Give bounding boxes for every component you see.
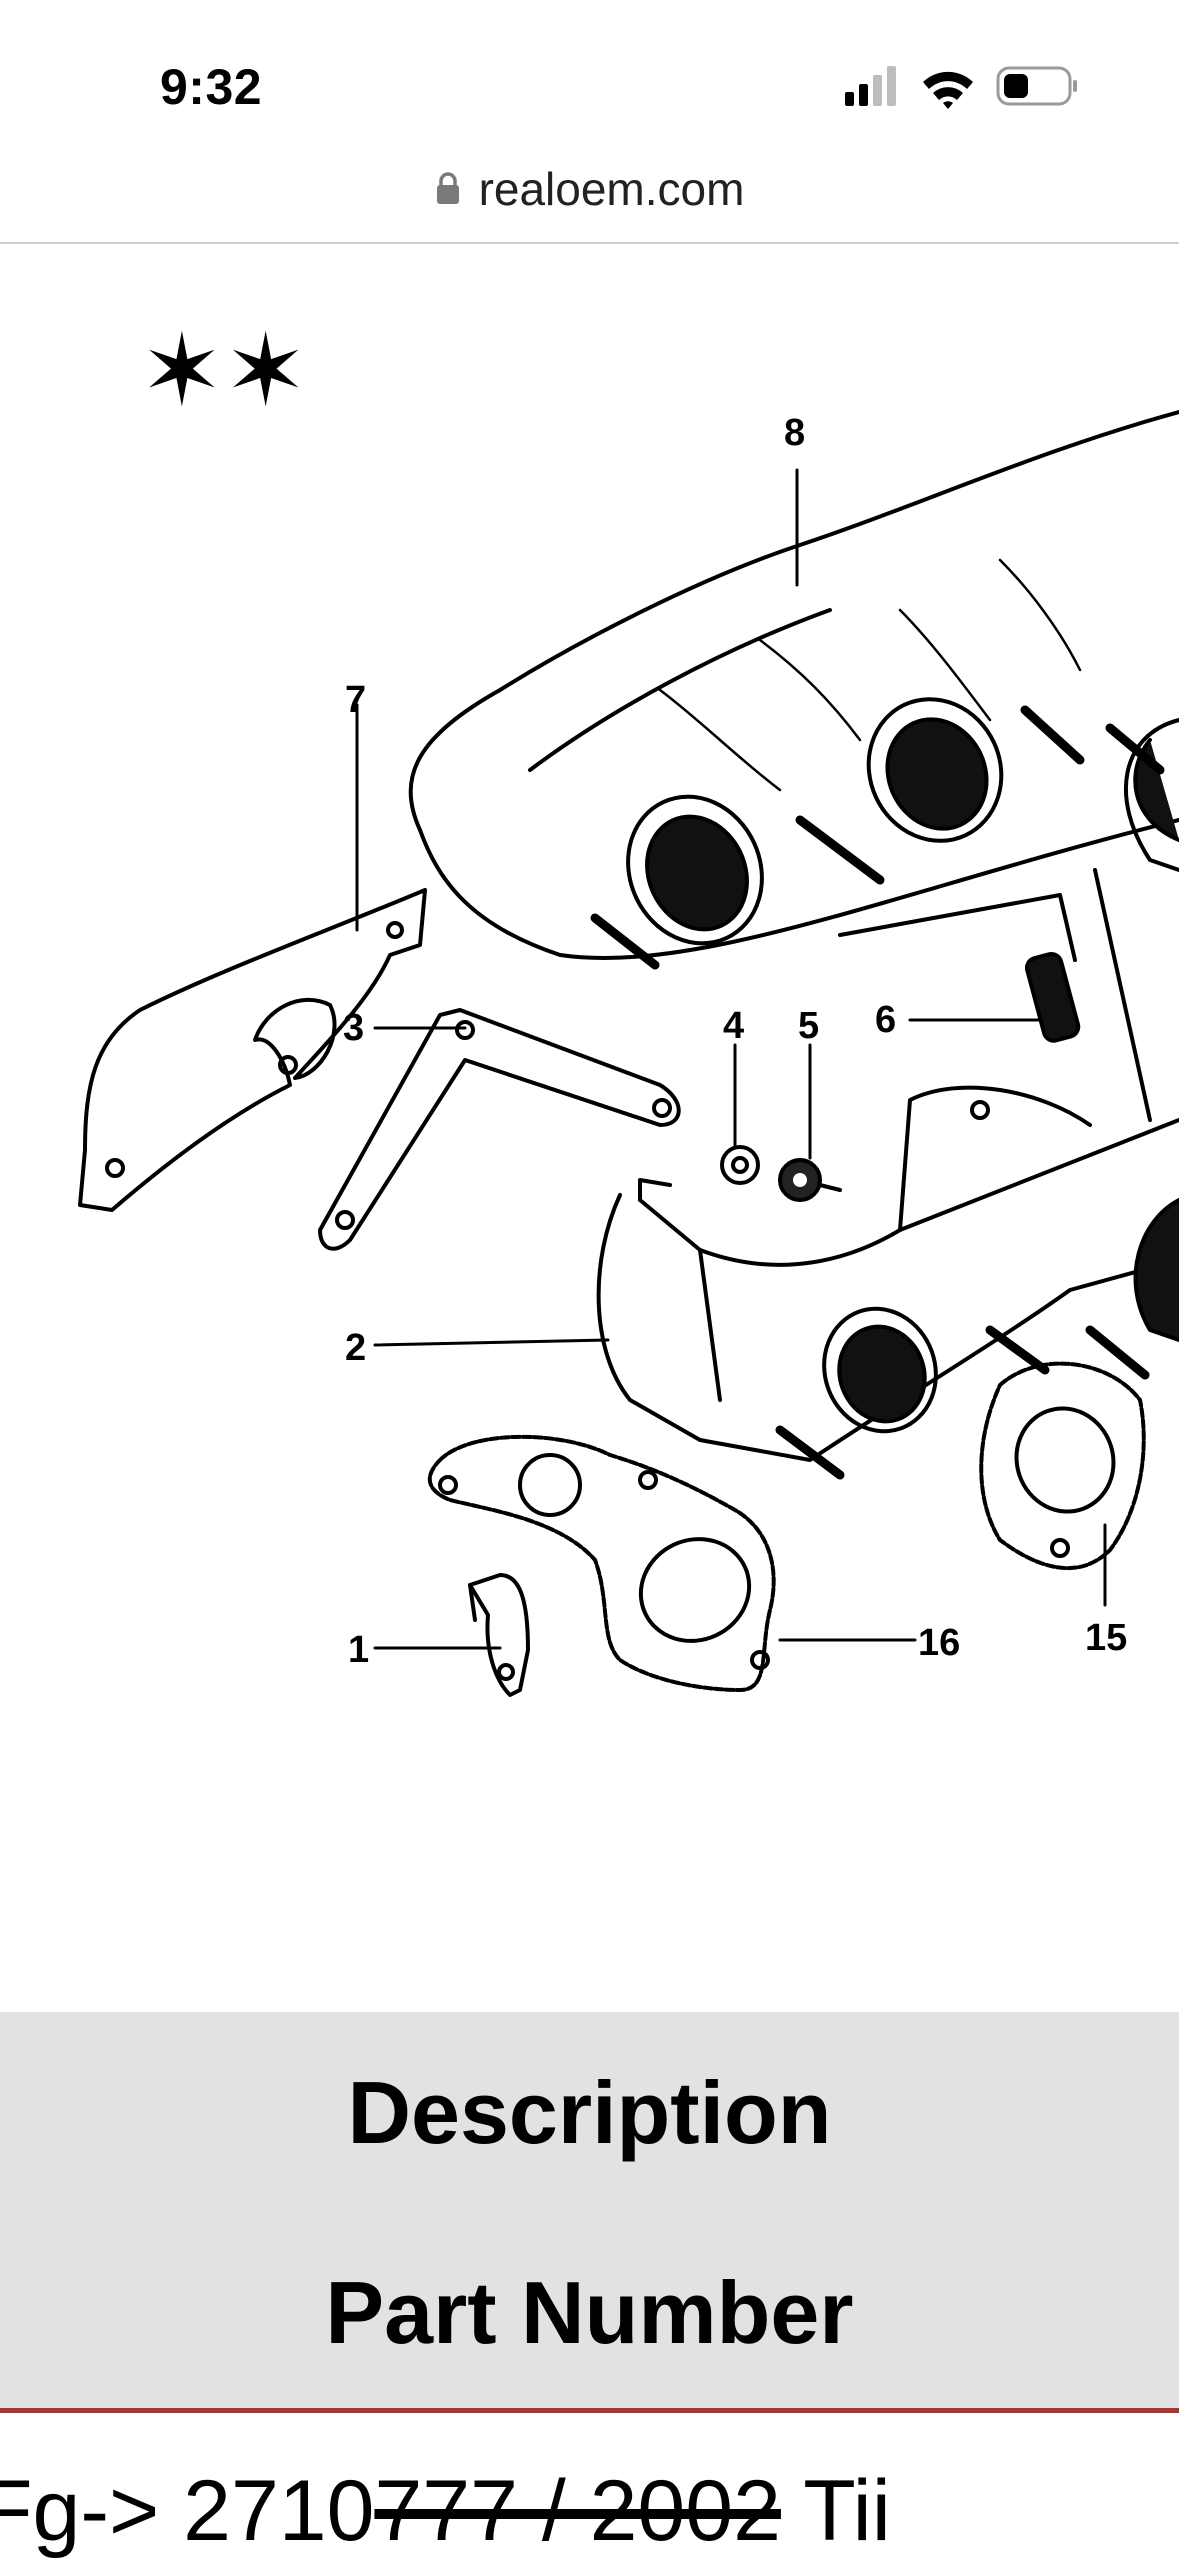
wifi-icon [923, 71, 973, 109]
cellular-signal-icon [845, 66, 896, 106]
column-header-part-number[interactable]: Part Number [325, 2263, 854, 2362]
part-2-lower-manifold [596, 1085, 1179, 1480]
parts-diagram: ✶✶ [0, 245, 1179, 2010]
callout-3: 3 [343, 1007, 364, 1049]
callout-leaders [355, 468, 1107, 1650]
status-icons [840, 62, 1080, 117]
address-bar[interactable]: realoem.com [0, 150, 1179, 244]
callout-2: 2 [345, 1327, 366, 1369]
callout-15: 15 [1085, 1617, 1127, 1659]
part-7-heat-shield [78, 888, 427, 1212]
callout-1: 1 [348, 1629, 369, 1671]
part-4-washer [720, 1145, 760, 1185]
battery-icon [996, 66, 1077, 106]
table-row-first-cell: Fg-> 2710777 / 2002 Tii [0, 2462, 891, 2561]
url-text: realoem.com [478, 163, 745, 215]
callout-labels: 8 7 3 4 5 6 2 1 16 15 [343, 412, 1127, 1671]
parts-table-header: Description Part Number [0, 2012, 1179, 2408]
status-bar: 9:32 [0, 0, 1179, 150]
callout-8: 8 [784, 412, 805, 454]
row-struck-text: 777 / 2002 [374, 2463, 781, 2559]
part-8-intake-manifold [408, 410, 1179, 1122]
callout-4: 4 [723, 1005, 744, 1047]
part-5-nut [778, 1158, 842, 1202]
header-divider [0, 2408, 1179, 2413]
part-3-support-arm [318, 1008, 681, 1251]
row-prefix: Fg-> 2710 [0, 2463, 375, 2559]
status-time: 9:32 [160, 59, 263, 115]
url-display[interactable]: realoem.com [0, 162, 1179, 216]
lock-icon [435, 162, 461, 216]
callout-16: 16 [918, 1622, 960, 1664]
row-suffix: Tii [780, 2463, 891, 2559]
diagram-stars: ✶✶ [140, 315, 308, 427]
callout-6: 6 [875, 999, 896, 1041]
part-16-gasket [427, 1434, 776, 1692]
part-15-gasket [979, 1361, 1146, 1571]
callout-5: 5 [798, 1005, 819, 1047]
callout-7: 7 [345, 679, 366, 721]
column-header-description[interactable]: Description [347, 2063, 832, 2162]
part-1-bracket [468, 1573, 530, 1697]
